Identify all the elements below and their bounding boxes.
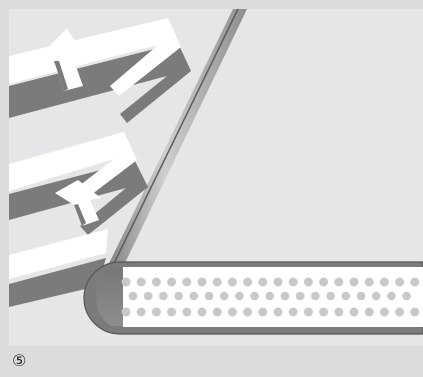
particle-dot (303, 307, 313, 317)
particle-dot (258, 277, 268, 287)
particle-dot (243, 277, 253, 287)
particle-dot (395, 277, 405, 287)
particle-dot (197, 277, 207, 287)
upward-flow-arrow-top (38, 28, 85, 91)
particle-dot (227, 277, 237, 287)
particle-dot (212, 307, 222, 317)
particle-dot (288, 277, 298, 287)
particle-dot (334, 277, 344, 287)
particle-dot (319, 277, 329, 287)
particle-dot (136, 277, 146, 287)
particle-dot (189, 291, 199, 301)
particle-dot (311, 291, 320, 301)
particle-dot (143, 291, 153, 301)
particle-dot (212, 277, 222, 287)
particle-dot (159, 291, 168, 301)
particle-dot (182, 307, 192, 317)
particle-dot (288, 307, 298, 317)
particle-dot (303, 277, 313, 287)
particle-dot (258, 307, 268, 317)
particle-dot (349, 307, 359, 317)
particle-dot (364, 307, 374, 317)
particle-dot (364, 277, 374, 287)
lower-band-shadow (9, 258, 106, 307)
particle-dot (250, 291, 259, 301)
particle-dot (167, 277, 177, 287)
particle-dot (167, 307, 177, 317)
inclined-surface-edge (102, 8, 239, 287)
particle-dot (235, 291, 244, 301)
middle-band-white (9, 132, 137, 204)
particle-dot (387, 291, 396, 301)
particle-dot (151, 307, 161, 317)
particle-dot (395, 307, 405, 317)
particle-dot (410, 307, 420, 317)
particle-dot (265, 291, 275, 301)
particle-dot (128, 291, 138, 301)
particle-dot (326, 291, 335, 301)
particle-dot (280, 291, 290, 301)
particle-dot (243, 307, 253, 317)
particle-filled-capsule (83, 261, 423, 335)
step-label: ⑤ (12, 351, 27, 370)
upper-band-white (9, 18, 181, 96)
particle-dot (121, 307, 131, 317)
particle-dot (182, 277, 192, 287)
particle-dot (341, 291, 351, 301)
particle-dot (121, 277, 131, 287)
particle-dot (295, 291, 305, 301)
particle-dot (349, 277, 359, 287)
particle-dot (319, 307, 329, 317)
particle-dots (121, 277, 420, 317)
particle-dot (402, 291, 411, 301)
particle-dot (197, 307, 207, 317)
particle-dot (273, 307, 283, 317)
particle-dot (356, 291, 366, 301)
particle-dot (273, 277, 283, 287)
upward-flow-arrow-bottom (55, 180, 101, 226)
particle-dot (204, 291, 214, 301)
particle-dot (151, 277, 161, 287)
particle-dot (371, 291, 381, 301)
particle-dot (379, 307, 389, 317)
particle-dot (174, 291, 183, 301)
inclined-surface (98, 9, 247, 286)
particle-dot (379, 277, 389, 287)
particle-dot (219, 291, 229, 301)
particle-dot (227, 307, 237, 317)
particle-dot (136, 307, 146, 317)
particle-dot (410, 277, 420, 287)
lower-band-white (9, 229, 108, 279)
particle-dot (334, 307, 344, 317)
